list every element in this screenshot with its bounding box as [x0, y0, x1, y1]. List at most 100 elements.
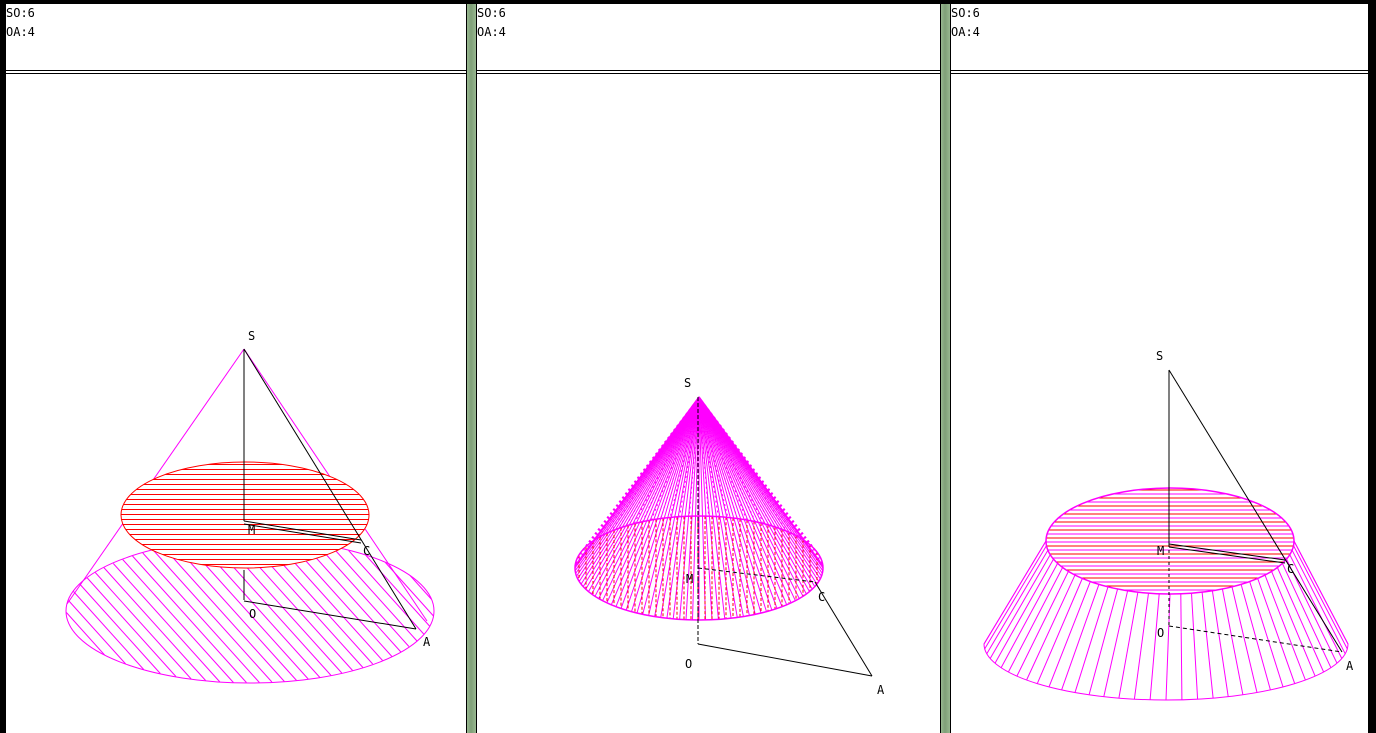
generatrix-back [698, 396, 822, 561]
side-line [1007, 567, 1064, 673]
side-line [984, 545, 1047, 650]
hatch-line [103, 567, 206, 681]
generatrix-back [669, 396, 700, 518]
segment-ca [814, 581, 873, 677]
generatrix-back [698, 396, 788, 532]
point-label-s: S [684, 376, 691, 390]
generatrix-back [651, 396, 700, 521]
generatrix [654, 396, 700, 617]
point-label-m: M [686, 572, 693, 586]
generatrix-back [698, 396, 729, 518]
hatch-line [174, 545, 297, 681]
point-label-c: C [1287, 562, 1294, 576]
side-line [1016, 571, 1069, 677]
generatrix-back [698, 396, 738, 519]
base-ellipse [574, 515, 824, 621]
point-label-m: M [248, 523, 255, 537]
generatrix-back [598, 396, 700, 538]
side-line [1221, 588, 1244, 695]
generatrix [698, 396, 719, 620]
side-line [986, 549, 1049, 654]
side-line [1048, 581, 1091, 688]
generatrix [679, 396, 700, 620]
side-line [1036, 578, 1083, 684]
side-line [989, 554, 1051, 659]
generatrix [698, 396, 778, 609]
hatch-line [68, 600, 127, 665]
generatrix [591, 396, 700, 595]
segment-sa [1168, 369, 1343, 653]
side-line [1249, 581, 1284, 688]
generatrix-back [660, 396, 700, 519]
hatch-line [409, 575, 432, 600]
point-label-c: C [818, 590, 825, 604]
side-line [1231, 586, 1258, 693]
generatrix [698, 396, 813, 590]
oa-measure: OA:4 [477, 25, 506, 39]
hatch-line [122, 559, 234, 683]
panel-divider[interactable] [466, 4, 477, 733]
hatch-line [152, 549, 273, 683]
generatrix [698, 396, 706, 620]
cone-figure-2[interactable]: S M C O A [477, 4, 940, 733]
generatrix [698, 396, 744, 617]
generatrix [636, 396, 700, 614]
side-line [1201, 592, 1214, 699]
frustum-edge-right [1293, 540, 1349, 645]
side-line [1286, 558, 1338, 664]
section-ellipse [120, 461, 370, 569]
cone-figure-3[interactable]: S M C O A [951, 4, 1368, 733]
side-line [1191, 593, 1199, 700]
point-label-c: C [363, 544, 370, 558]
oa-measure: OA:4 [951, 25, 980, 39]
measure-readout: SO:6 OA:4 [477, 4, 940, 70]
generatrix [698, 396, 773, 611]
side-line [1088, 588, 1119, 695]
generatrix-back [698, 396, 747, 521]
side-line [1074, 586, 1109, 693]
header-separator [6, 70, 466, 74]
cone-figure-1[interactable]: S M C O A [6, 4, 466, 733]
so-measure: SO:6 [951, 6, 980, 20]
side-line [1026, 574, 1076, 681]
segment-oa [1168, 625, 1343, 653]
side-line [1264, 574, 1306, 681]
generatrix [598, 396, 700, 599]
hatch-line [185, 543, 309, 680]
cone-edge-right [698, 396, 824, 567]
hatch-line [66, 612, 105, 656]
side-line [1289, 554, 1343, 659]
panel-divider[interactable] [940, 4, 951, 733]
point-label-m: M [1157, 544, 1164, 558]
generatrix [625, 396, 700, 611]
side-line [1271, 571, 1316, 677]
generatrix-back [698, 396, 800, 538]
generatrix [631, 396, 700, 612]
hatch-line [348, 550, 425, 635]
section-hatch-red [1046, 489, 1294, 587]
generatrix-back [698, 396, 719, 517]
point-label-o: O [1157, 626, 1164, 640]
generatrix [698, 396, 732, 619]
generatrix [648, 396, 700, 616]
segment-mc [243, 520, 362, 541]
segment-oa [243, 600, 417, 630]
hatch-line [86, 577, 177, 677]
so-measure: SO:6 [477, 6, 506, 20]
side-line [1165, 593, 1171, 701]
generatrix [698, 396, 738, 618]
generatrix [698, 396, 713, 620]
hatch-line [73, 591, 145, 670]
hatch-line [79, 583, 161, 674]
generatrix [698, 396, 792, 604]
generatrix [602, 396, 700, 601]
base-arc [983, 643, 1349, 701]
header-separator [951, 70, 1368, 74]
generatrix-back [698, 396, 765, 524]
generatrix [698, 396, 796, 601]
header-separator [477, 70, 940, 74]
measure-readout: SO:6 OA:4 [6, 4, 466, 70]
view-panel-2: SO:6 OA:4 S M C O A [477, 4, 940, 733]
side-line [1276, 567, 1325, 673]
point-label-s: S [1156, 349, 1163, 363]
